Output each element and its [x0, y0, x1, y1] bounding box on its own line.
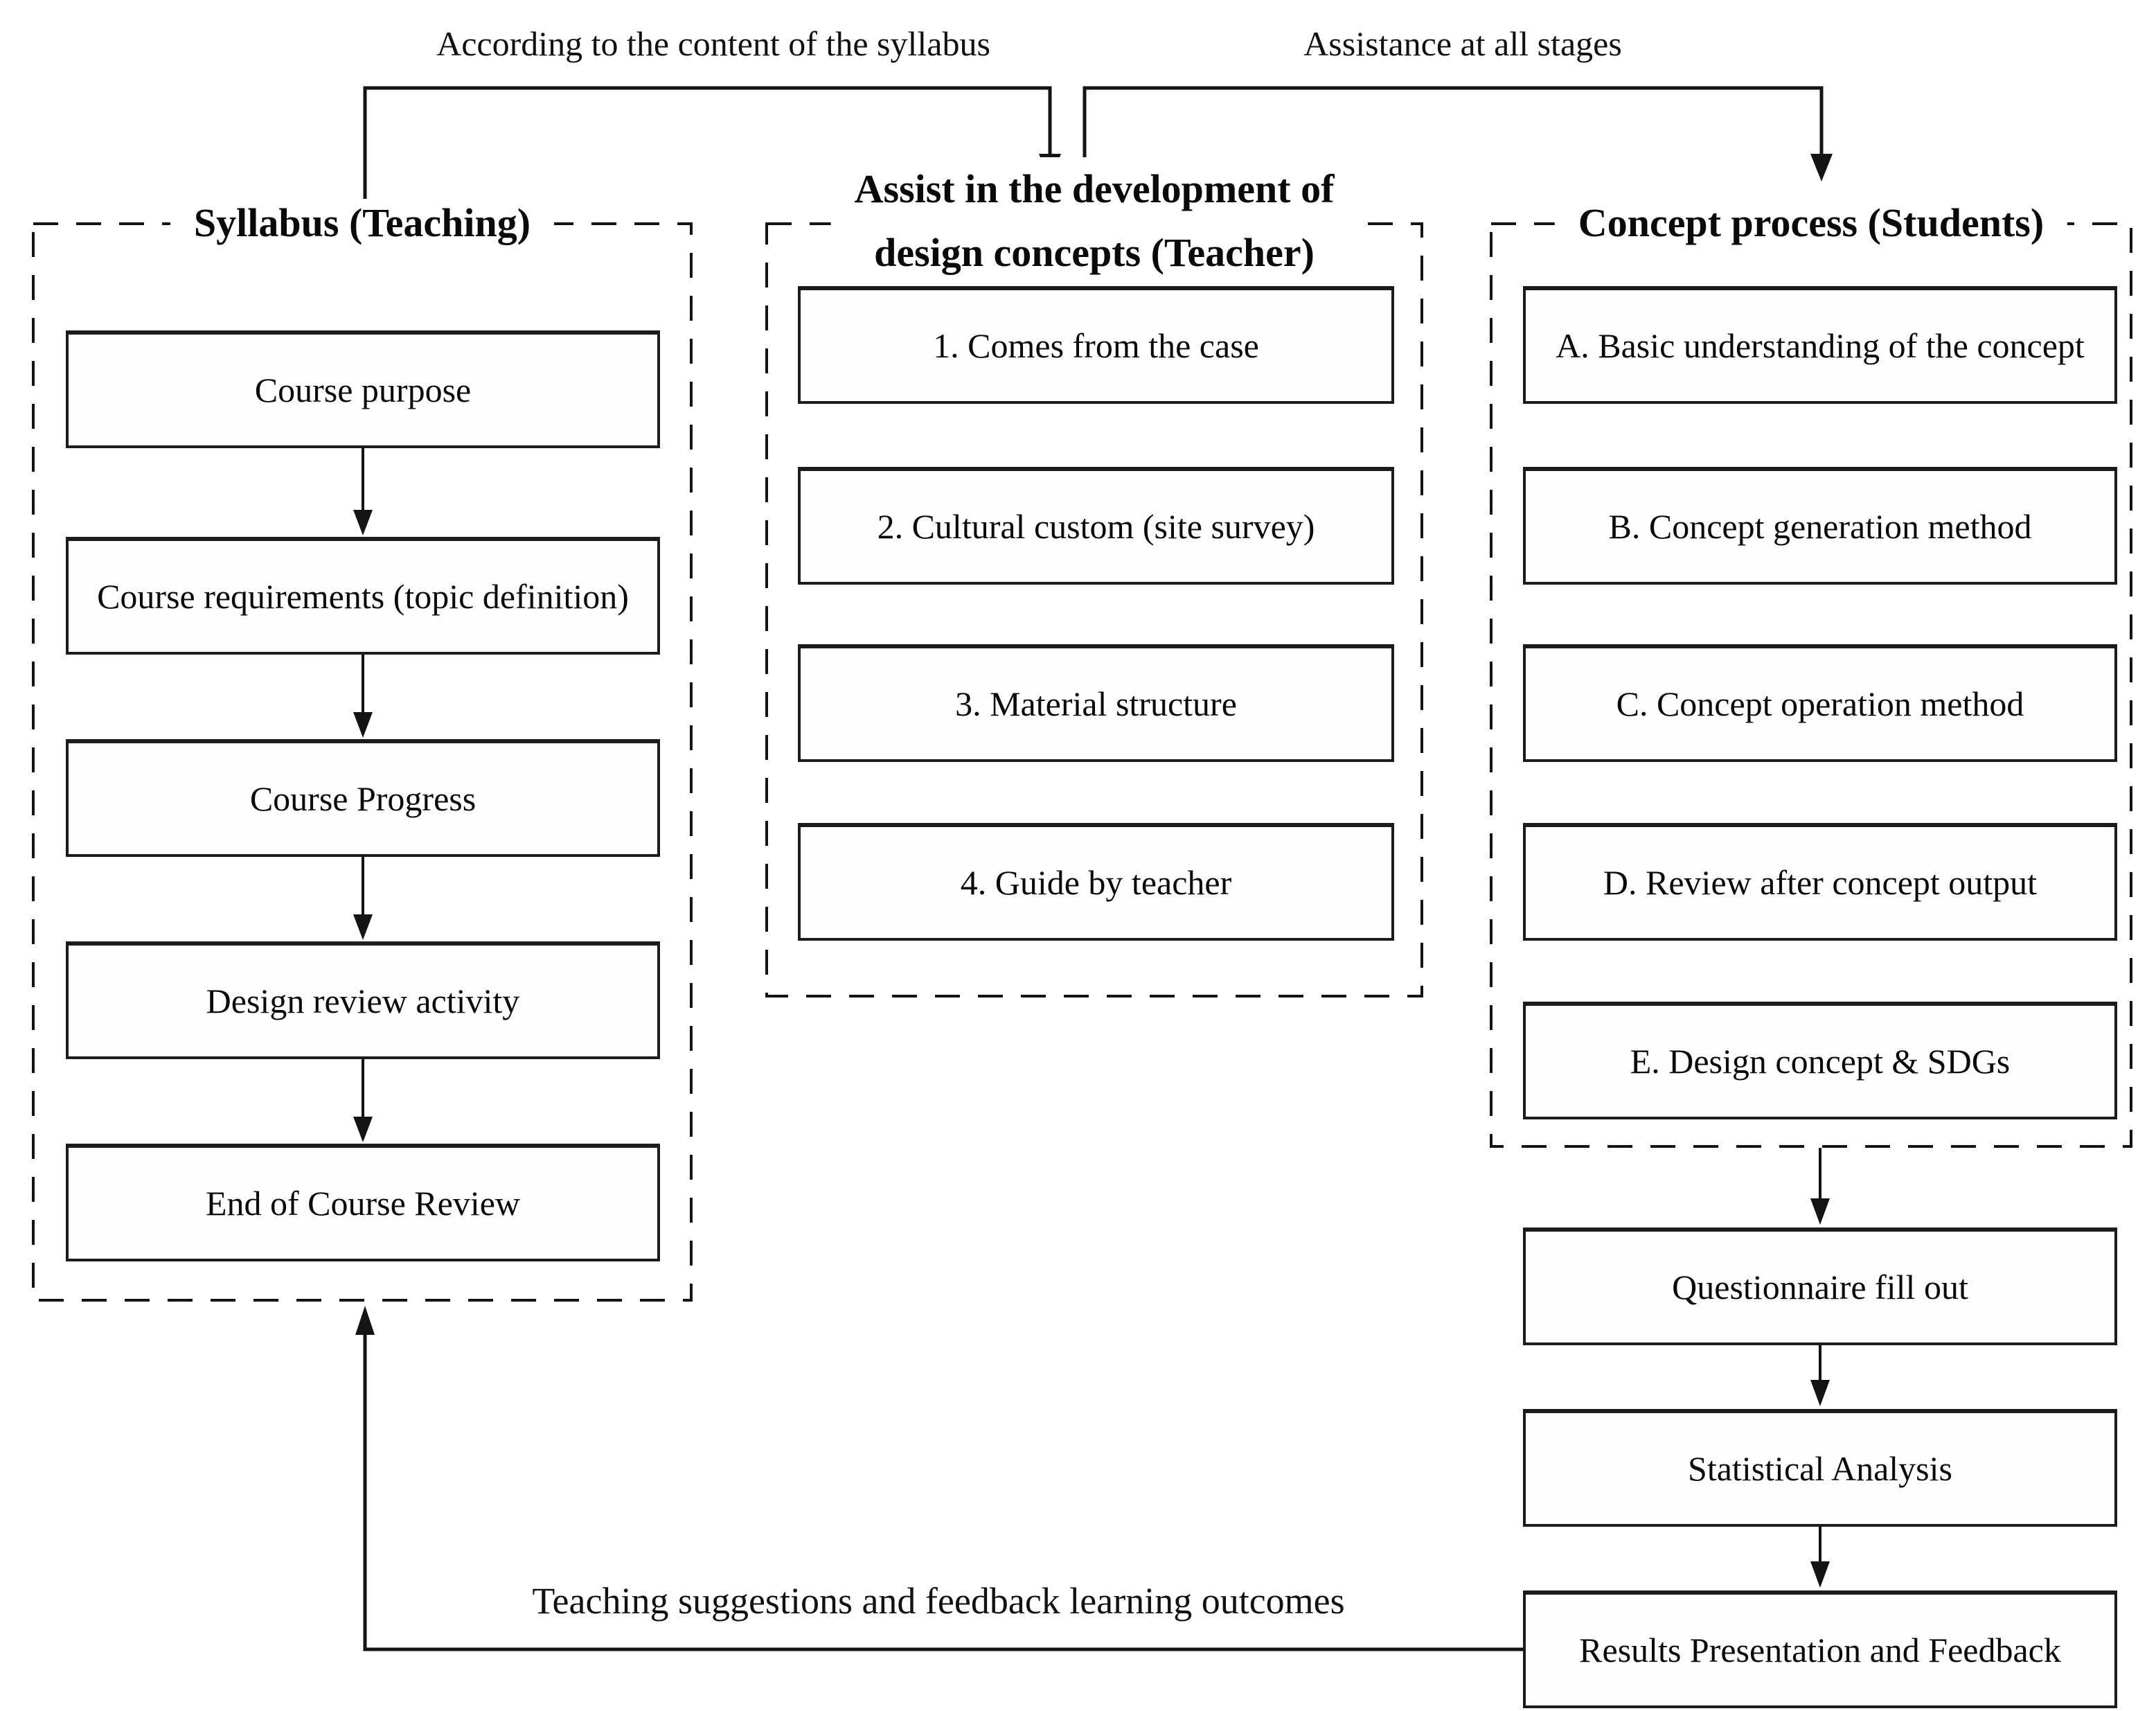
- label-teaching-suggestions: Teaching suggestions and feedback learni…: [532, 1580, 1345, 1622]
- box-material-structure: 3. Material structure: [798, 644, 1394, 762]
- box-concept-generation: B. Concept generation method: [1523, 467, 2117, 585]
- label-assistance-all-stages: Assistance at all stages: [1303, 24, 1622, 63]
- box-course-requirements: Course requirements (topic definition): [66, 537, 660, 655]
- box-questionnaire-fill-out: Questionnaire fill out: [1523, 1227, 2117, 1345]
- syllabus-container: Syllabus (Teaching): [33, 199, 691, 1300]
- box-results-presentation-feedback: Results Presentation and Feedback: [1523, 1590, 2117, 1708]
- box-guide-by-teacher: 4. Guide by teacher: [798, 823, 1394, 941]
- bottom-flow-arrows: [1810, 1148, 1830, 1588]
- assist-container-border: [765, 222, 1423, 998]
- syllabus-container-border: [32, 222, 693, 1302]
- box-review-after-output: D. Review after concept output: [1523, 823, 2117, 941]
- box-statistical-analysis: Statistical Analysis: [1523, 1409, 2117, 1527]
- concept-title: Concept process (Students): [1554, 199, 2068, 247]
- box-course-purpose: Course purpose: [66, 330, 660, 448]
- syllabus-title: Syllabus (Teaching): [170, 199, 555, 247]
- box-design-review-activity: Design review activity: [66, 941, 660, 1059]
- box-end-of-course-review: End of Course Review: [66, 1144, 660, 1261]
- box-course-progress: Course Progress: [66, 739, 660, 857]
- assist-title-line1: Assist in the development of: [854, 166, 1335, 211]
- feedback-arrow: [355, 1306, 1523, 1651]
- box-cultural-custom: 2. Cultural custom (site survey): [798, 467, 1394, 585]
- assist-title-line2: design concepts (Teacher): [874, 230, 1315, 275]
- box-comes-from-case: 1. Comes from the case: [798, 286, 1394, 404]
- box-concept-operation: C. Concept operation method: [1523, 644, 2117, 762]
- assist-container: Assist in the development of design conc…: [767, 157, 1422, 996]
- box-design-concept-sdgs: E. Design concept & SDGs: [1523, 1002, 2117, 1119]
- assist-title: Assist in the development of design conc…: [830, 157, 1358, 285]
- concept-container: Concept process (Students): [1491, 199, 2131, 1146]
- arrow-assist-to-concept: [1083, 86, 1833, 181]
- box-basic-understanding: A. Basic understanding of the concept: [1523, 286, 2117, 404]
- label-according-syllabus: According to the content of the syllabus: [436, 24, 990, 63]
- syllabus-flow-arrows: [353, 448, 373, 1142]
